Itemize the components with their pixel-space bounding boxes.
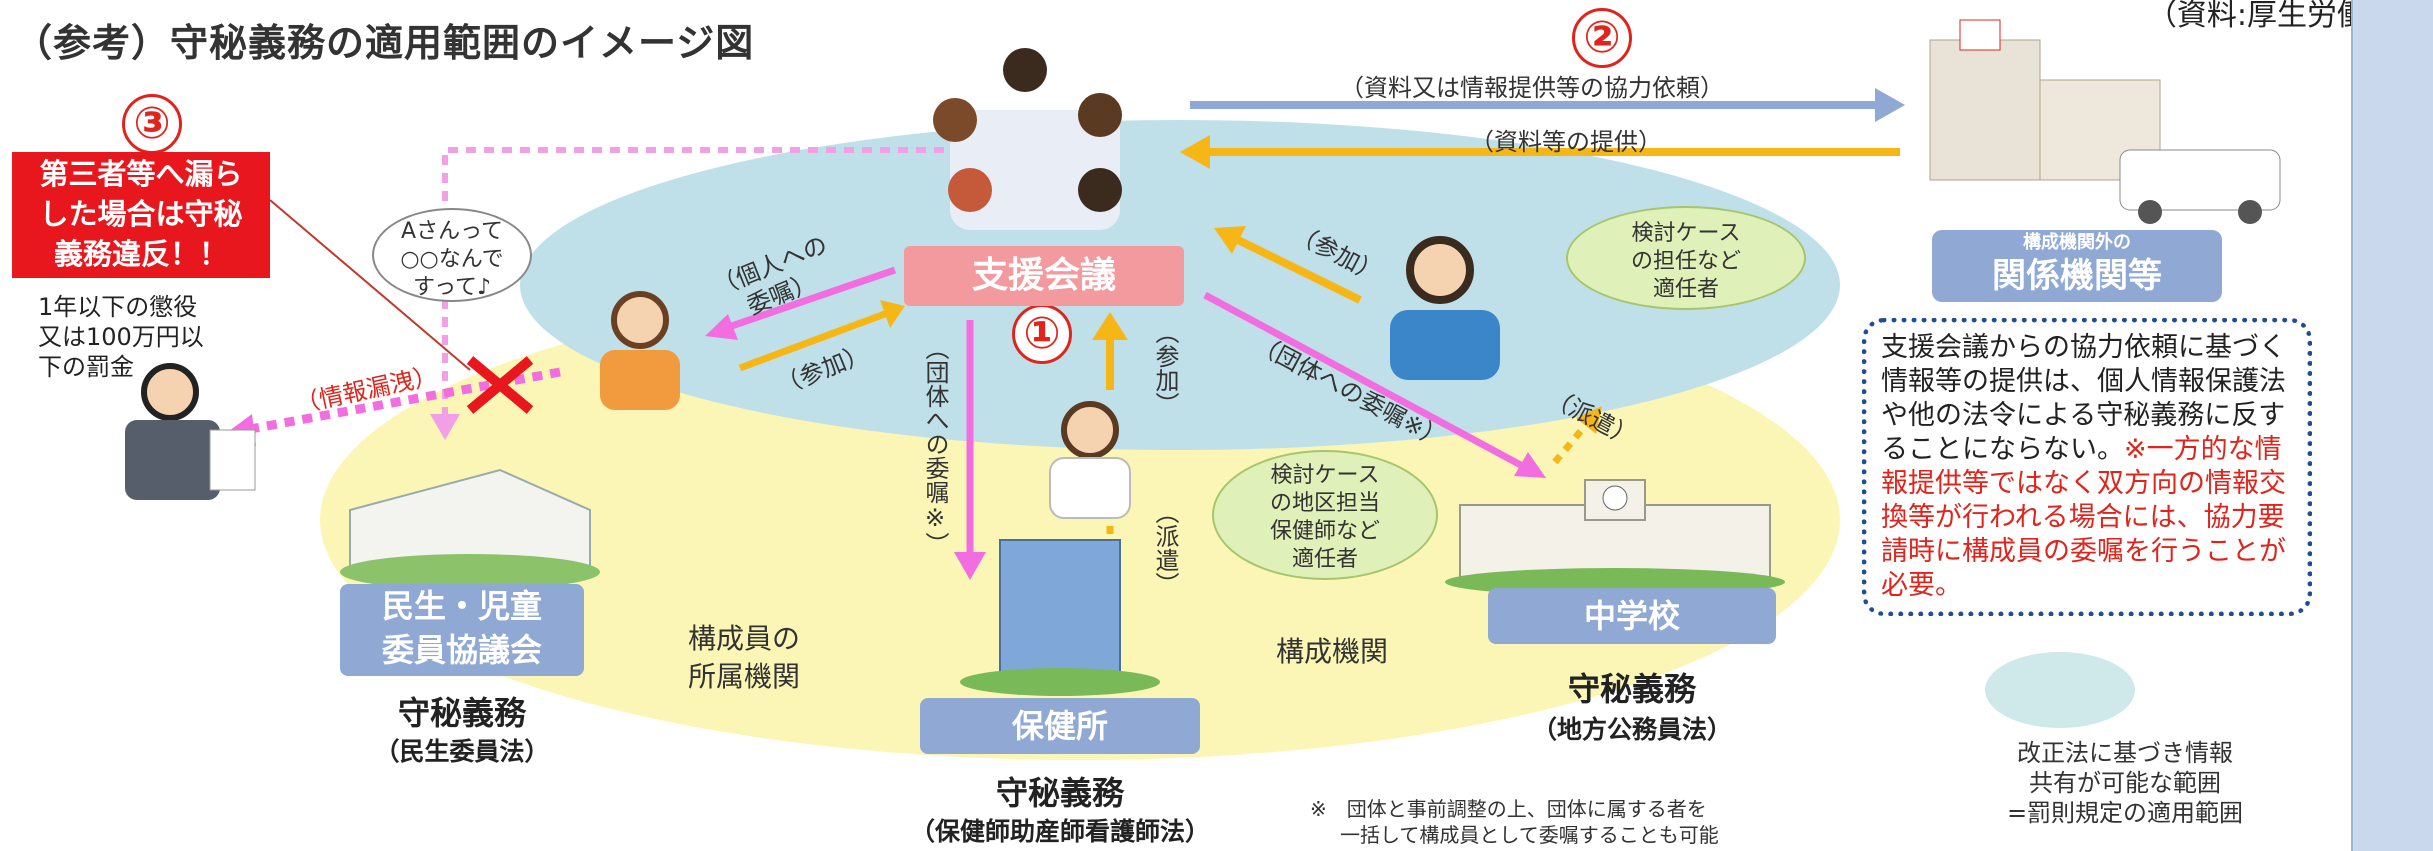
request-arrow-label: （資料又は情報提供等の協力依頼） bbox=[1340, 74, 1724, 102]
member-affiliation-label: 構成員の 所属機関 bbox=[688, 620, 800, 696]
official-illustration bbox=[125, 363, 256, 500]
woman-illustration bbox=[600, 291, 680, 410]
school-law: （地方公務員法） bbox=[1531, 715, 1732, 744]
penalty-line-3: 下の罰金 bbox=[38, 353, 134, 381]
health-center-label: 保健所 bbox=[920, 698, 1200, 754]
member-affiliation-line-2: 所属機関 bbox=[688, 660, 801, 693]
warning-line-1: 第三者等へ漏ら bbox=[39, 157, 243, 191]
marker-two: ② bbox=[1572, 8, 1632, 68]
footnote-line-2: 一括して構成員として委嘱することも可能 bbox=[1340, 823, 1719, 847]
health-nurse-line-3: 保健師など bbox=[1269, 519, 1380, 544]
health-nurse-line-2: の地区担当 bbox=[1269, 491, 1380, 516]
welfare-line-1: 民生・児童 bbox=[381, 587, 542, 625]
penalty-text: 1年以下の懲役 又は100万円以 下の罰金 bbox=[38, 292, 204, 382]
welfare-line-2: 委員協議会 bbox=[381, 631, 542, 669]
external-org-big: 関係機関等 bbox=[1992, 256, 2162, 296]
legend-line-1: 改正法に基づき情報 bbox=[2017, 739, 2233, 767]
health-nurse-bubble: 検討ケース の地区担当 保健師など 適任者 bbox=[1212, 450, 1438, 580]
meeting-people-illustration bbox=[933, 48, 1122, 230]
health-center-duty: 守秘義務 bbox=[995, 774, 1124, 812]
nurse-illustration bbox=[1049, 401, 1131, 519]
legend-blob bbox=[1985, 652, 2135, 728]
legend-text: 改正法に基づき情報 共有が可能な範囲 =罰則規定の適用範囲 bbox=[1980, 738, 2270, 828]
health-nurse-line-1: 検討ケース bbox=[1270, 463, 1380, 488]
case-manager-line-3: 適任者 bbox=[1652, 277, 1719, 302]
health-nurse-line-4: 適任者 bbox=[1291, 547, 1358, 572]
welfare-council-label: 民生・児童 委員協議会 bbox=[340, 584, 584, 676]
info-text: 支援会議からの協力依頼に基づく情報等の提供は、個人情報保護法や他の法令による守秘… bbox=[1881, 332, 2286, 465]
provide-arrow-label: （資料等の提供） bbox=[1470, 128, 1662, 156]
info-box: 支援会議からの協力依頼に基づく情報等の提供は、個人情報保護法や他の法令による守秘… bbox=[1862, 318, 2312, 616]
welfare-building-illustration bbox=[340, 468, 600, 590]
external-org-small: 構成機関外の bbox=[2023, 232, 2131, 253]
case-manager-line-1: 検討ケース bbox=[1631, 221, 1741, 246]
welfare-law: （民生委員法） bbox=[374, 737, 550, 766]
footnote-line-1: ※ 団体と事前調整の上、団体に属する者を bbox=[1310, 797, 1707, 821]
health-center-law: （保健師助産師看護師法） bbox=[909, 817, 1210, 846]
man-blue-shirt-illustration bbox=[1390, 236, 1500, 380]
member-org-label: 構成機関 bbox=[1276, 635, 1389, 668]
marker-three: ③ bbox=[122, 94, 182, 154]
gossip-line-3: すって♪ bbox=[412, 275, 492, 300]
gossip-line-1: Aさんって bbox=[401, 219, 503, 244]
support-meeting-label: 支援会議 bbox=[904, 246, 1184, 306]
school-duty: 守秘義務 bbox=[1567, 670, 1696, 708]
dispatch-vertical-label: （派遣） bbox=[1151, 500, 1179, 596]
legend-line-3: =罰則規定の適用範囲 bbox=[2006, 799, 2244, 827]
group-commission-vertical-label: （団体への委嘱※） bbox=[921, 336, 949, 556]
penalty-line-2: 又は100万円以 bbox=[38, 323, 204, 351]
join-vertical-label: （参加） bbox=[1151, 320, 1179, 416]
gossip-line-2: ○○なんで bbox=[400, 247, 504, 272]
violation-warning: 第三者等へ漏ら した場合は守秘 義務違反！！ bbox=[12, 152, 270, 278]
info-red-text: ※一方的な情報提供等ではなく双方向の情報交換等が行われる場合には、協力要請時に構… bbox=[1881, 434, 2286, 601]
case-manager-line-2: の担任など bbox=[1630, 249, 1741, 274]
school-label: 中学校 bbox=[1488, 588, 1776, 644]
legend-line-2: 共有が可能な範囲 bbox=[2029, 769, 2221, 797]
marker-one: ① bbox=[1012, 304, 1072, 364]
warning-line-3: 義務違反！！ bbox=[53, 237, 228, 271]
warning-line-2: した場合は守秘 bbox=[39, 197, 243, 231]
penalty-line-1: 1年以下の懲役 bbox=[38, 293, 198, 321]
hospital-illustration bbox=[1929, 19, 2281, 224]
case-manager-bubble: 検討ケース の担任など 適任者 bbox=[1566, 206, 1806, 310]
footnote: ※ 団体と事前調整の上、団体に属する者を 一括して構成員として委嘱することも可能 bbox=[1310, 796, 1719, 848]
welfare-duty: 守秘義務 bbox=[397, 694, 526, 732]
external-org-label: 構成機関外の 関係機関等 bbox=[1932, 230, 2222, 302]
page-title: （参考）守秘義務の適用範囲のイメージ図 bbox=[14, 21, 755, 65]
member-affiliation-line-1: 構成員の bbox=[688, 622, 801, 655]
vertical-scrollbar[interactable] bbox=[2351, 0, 2433, 851]
gossip-bubble: Aさんって ○○なんで すって♪ bbox=[372, 208, 532, 302]
health-center-building-illustration bbox=[960, 539, 1160, 696]
